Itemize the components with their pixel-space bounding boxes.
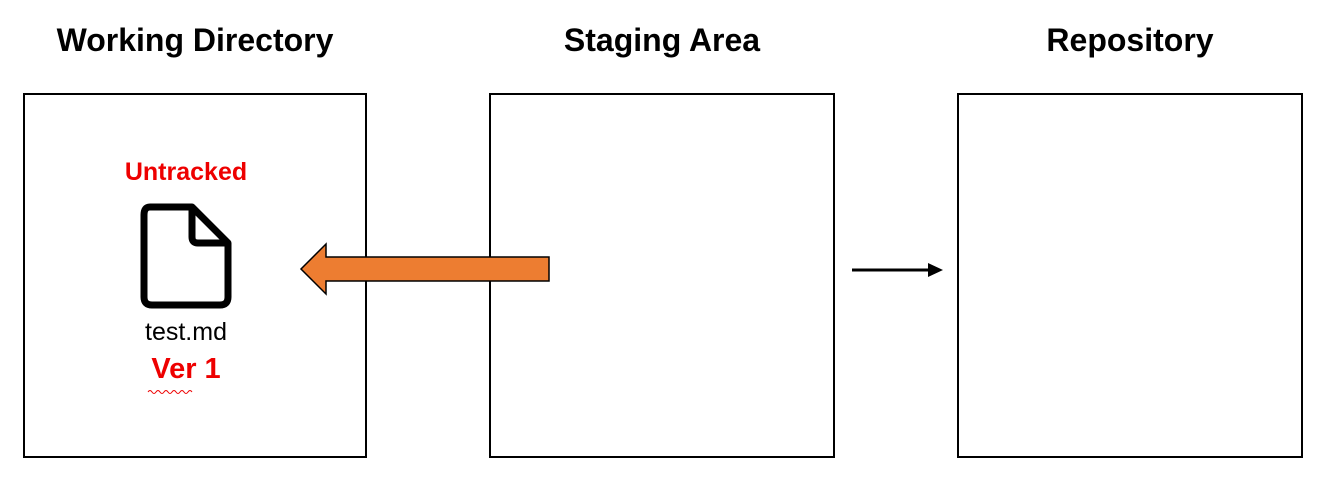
repository-box <box>957 93 1303 458</box>
restore-arrow <box>299 242 550 296</box>
spellcheck-underline <box>147 390 193 394</box>
repository-title: Repository <box>1046 22 1214 58</box>
file-status-label: Untracked <box>124 158 248 186</box>
commit-arrow <box>852 263 943 277</box>
file-name-label: test.md <box>145 318 227 346</box>
file-icon <box>140 203 232 309</box>
file-version-label: Ver 1 <box>151 353 221 385</box>
staging-area-title: Staging Area <box>563 22 761 58</box>
working-directory-title: Working Directory <box>56 22 334 58</box>
